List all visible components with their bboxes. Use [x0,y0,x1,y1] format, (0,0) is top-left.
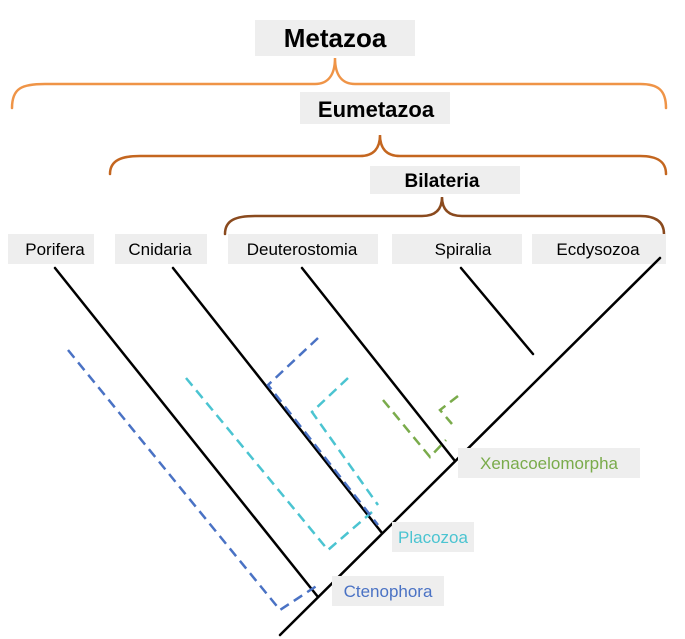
tip-spiralia-bg [392,234,522,264]
placozoa-label: Placozoa [398,528,468,547]
tree-branches [53,256,662,637]
tip-porifera-label: Porifera [25,240,85,259]
clade-eumetazoa: Eumetazoa [108,92,668,176]
tip-ecdysozoa-label: Ecdysozoa [556,240,640,259]
tip-spiralia-label: Spiralia [435,240,492,259]
xenacoelomorpha-placements [382,395,459,459]
xenacoelomorpha-label: Xenacoelomorpha [480,454,619,473]
branch-spiralia [459,266,535,356]
placozoa-placements [185,377,380,552]
ctenophora-placements [67,337,379,612]
clade-eumetazoa-brace [108,134,668,176]
tip-cnidaria-label: Cnidaria [128,240,192,259]
branch-cnidaria [171,266,384,535]
branch-porifera [53,266,320,599]
ctenophora-placement-b [266,337,379,526]
branch-trunk [278,256,662,637]
clade-bilateria: Bilateria [223,166,666,236]
tip-porifera-bg [8,234,94,264]
branch-deuterostomia [300,266,457,463]
tip-deuterostomia-bg [228,234,378,264]
clade-eumetazoa-label: Eumetazoa [318,97,435,122]
ctenophora-placement-a [67,349,319,612]
clade-metazoa-label-bg [255,20,415,56]
xenacoelomorpha-label-bg [458,448,640,478]
clade-metazoa-label: Metazoa [284,23,387,53]
clade-metazoa: Metazoa [10,20,668,110]
tip-ecdysozoa-bg [532,234,666,264]
placozoa-placement-b [310,377,380,506]
placozoa-placement-a [185,377,373,552]
clade-metazoa-brace [10,57,668,110]
placozoa-label-bg [392,522,474,552]
xenacoelomorpha-placement-b [438,395,459,425]
clade-bilateria-label-bg [370,166,520,194]
ctenophora-label: Ctenophora [344,582,433,601]
xenacoelomorpha-placement-a [382,399,447,459]
clade-bilateria-brace [223,196,666,236]
ctenophora-label-bg [332,576,444,606]
clade-bilateria-label: Bilateria [405,171,480,192]
tip-deuterostomia-label: Deuterostomia [247,240,358,259]
clade-eumetazoa-label-bg [300,92,450,124]
tip-cnidaria-bg [115,234,207,264]
